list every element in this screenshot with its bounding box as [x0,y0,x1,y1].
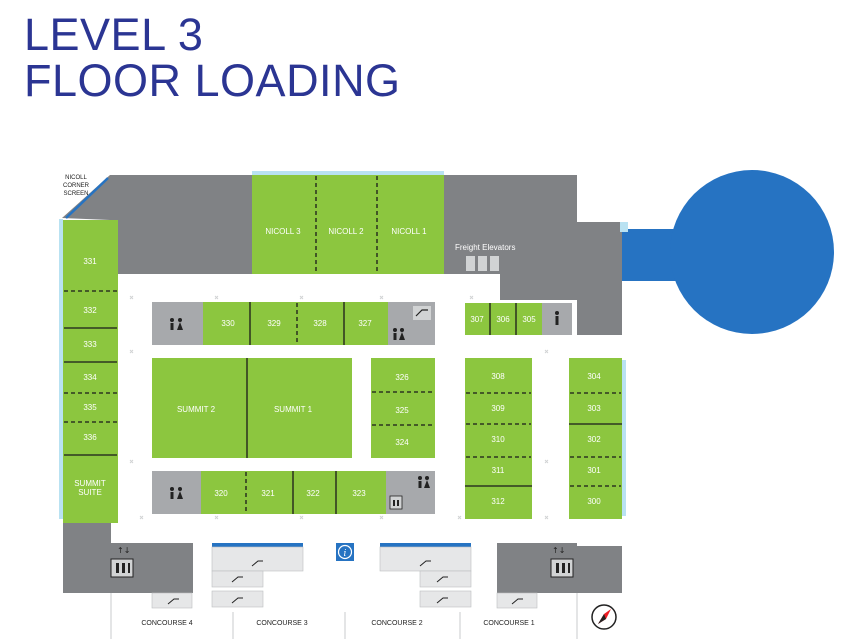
room-summit[interactable] [152,358,352,458]
nicoll-corner-label-2: CORNER [63,183,90,189]
room-row-307-305[interactable] [465,303,542,335]
nicoll-corner-screen-line [65,177,109,219]
room-nicoll[interactable] [252,175,444,274]
room-summit2-label: SUMMIT 2 [177,405,216,414]
nicoll-glass-edge [252,171,444,175]
room-304-label: 304 [587,372,601,381]
room-329-label: 329 [267,319,281,328]
room-nicoll3-label: NICOLL 3 [265,227,301,236]
concourse-4-label: CONCOURSE 4 [141,620,192,627]
concourse-3-label: CONCOURSE 3 [256,620,307,627]
summit-suite-label-2: SUITE [78,488,102,497]
concourse-1-label: CONCOURSE 1 [483,620,534,627]
room-306-label: 306 [496,315,510,324]
escalator-icon [151,592,538,609]
room-323-label: 323 [352,489,366,498]
room-327-label: 327 [358,319,372,328]
room-334-label: 334 [83,373,97,382]
nicoll-corner-label-3: SCREEN [63,191,88,197]
room-303-label: 303 [587,404,601,413]
restroom-icon [393,328,405,340]
structure-bottom-right [577,546,622,593]
building-structure-top-right [444,175,622,335]
room-322-label: 322 [306,489,320,498]
concourse-2-label: CONCOURSE 2 [371,620,422,627]
room-309-label: 309 [491,404,505,413]
room-308-label: 308 [491,372,505,381]
room-326-label: 326 [395,373,409,382]
accessible-elevator-icon [389,495,403,510]
room-column-308-312[interactable] [465,358,532,519]
room-321-label: 321 [261,489,275,498]
room-335-label: 335 [83,403,97,412]
restroom-icon [418,476,430,488]
page-title-line1: LEVEL 3 [24,9,204,60]
room-330-label: 330 [221,319,235,328]
room-320-label: 320 [214,489,228,498]
elevator-icon: ↑↓ [110,546,134,578]
room-west-column[interactable] [63,220,118,523]
escalator-icon [379,543,472,608]
room-331-label: 331 [83,257,97,266]
room-333-label: 333 [83,340,97,349]
room-300-label: 300 [587,497,601,506]
room-325-label: 325 [395,406,409,415]
summit-suite-label-1: SUMMIT [74,479,106,488]
room-310-label: 310 [491,435,505,444]
door-marks [129,295,549,520]
structure-bottom-left [63,523,111,593]
room-301-label: 301 [587,466,601,475]
svg-text:i: i [344,549,347,559]
freight-elevators-label: Freight Elevators [455,243,515,252]
room-305-label: 305 [522,315,536,324]
room-328-label: 328 [313,319,327,328]
room-summit1-label: SUMMIT 1 [274,405,313,414]
nicoll-corner-label-1: NICOLL [65,175,87,181]
escalator-icon [413,306,431,320]
room-332-label: 332 [83,306,97,315]
room-column-326-324[interactable] [371,358,435,458]
ballroom-shape[interactable] [610,170,834,334]
page-title-line2: FLOOR LOADING [24,55,401,106]
room-nicoll2-label: NICOLL 2 [328,227,364,236]
east-glass-edge [622,360,626,516]
building-structure-top [110,175,252,274]
room-312-label: 312 [491,497,505,506]
restroom-icon [555,311,559,325]
room-row-330-327[interactable] [203,302,388,345]
compass-icon [591,604,617,630]
svg-text:↑↓: ↑↓ [117,546,130,555]
room-336-label: 336 [83,433,97,442]
room-307-label: 307 [470,315,484,324]
restroom-icon [170,318,183,330]
restroom-block-upper [152,302,203,345]
room-column-304-300[interactable] [569,358,622,519]
west-glass-edge [59,219,63,519]
svg-text:↑↓: ↑↓ [552,546,565,555]
elevator-icon: ↑↓ [550,546,574,578]
escalator-icon [211,543,304,608]
room-311-label: 311 [492,466,505,475]
info-icon[interactable]: i [336,543,354,561]
restroom-icon [170,487,183,499]
restroom-block-lower [152,471,201,514]
room-nicoll1-label: NICOLL 1 [391,227,427,236]
room-324-label: 324 [395,438,409,447]
room-302-label: 302 [587,435,601,444]
freight-elevator-icon [466,256,499,271]
